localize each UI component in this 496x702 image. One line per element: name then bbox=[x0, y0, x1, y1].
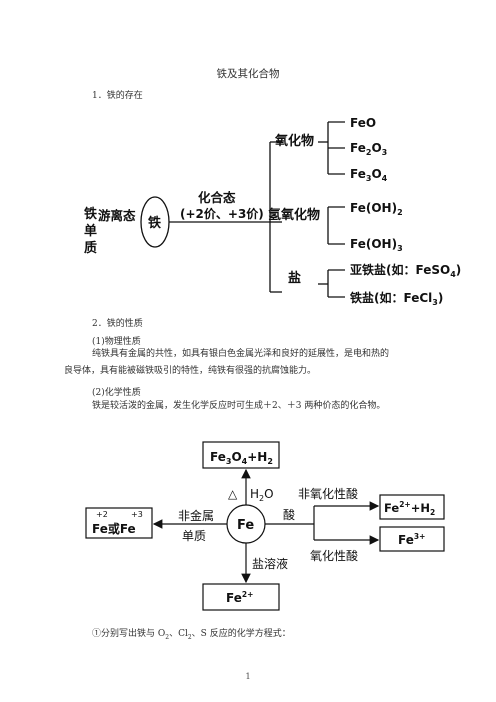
label-fe-or-fe: Fe或Fe bbox=[92, 521, 136, 536]
oxide-fe3o4: Fe3O4 bbox=[350, 167, 388, 183]
label-salt: 盐 bbox=[288, 270, 301, 286]
label-salt-solution: 盐溶液 bbox=[252, 556, 288, 571]
salt-ferric: 铁盐(如：FeCl3) bbox=[350, 290, 443, 307]
label-oxidizing-acid: 氧化性酸 bbox=[310, 548, 358, 563]
paragraph-physical-line1: 纯铁具有金属的共性，如具有银白色金属光泽和良好的延展性，是电和热的 bbox=[92, 349, 390, 359]
label-iron-center: 铁 bbox=[147, 215, 161, 231]
label-tie: 铁 bbox=[83, 206, 97, 222]
sub-heading-chemical: (2)化学性质 bbox=[92, 388, 141, 398]
label-h2o: H2O bbox=[250, 487, 274, 503]
box-fe-or-fe bbox=[85, 507, 153, 539]
paragraph-chemical: 铁是较活泼的金属，发生化学反应时可生成＋2、＋3 两种价态的化合物。 bbox=[92, 401, 386, 411]
box-fe2 bbox=[202, 583, 280, 611]
label-free-state: 游离态 bbox=[98, 208, 136, 223]
iron-existence-diagram: 铁 单 质 游离态 铁 化合态 (+2价、+3价) 氧化物 氢氧化物 盐 FeO… bbox=[83, 116, 461, 307]
oxide-feo: FeO bbox=[350, 116, 376, 130]
fe-center: Fe bbox=[237, 518, 254, 533]
label-hydroxide: 氢氧化物 bbox=[268, 207, 320, 223]
label-delta: △ bbox=[228, 487, 238, 501]
iron-reaction-diagram: Fe3O4+H2 Fe △ H2O +2 +3 Fe或Fe 非金属 单质 酸 非… bbox=[85, 441, 445, 611]
label-element: 单质 bbox=[182, 529, 206, 543]
label-compound-state: 化合态 bbox=[198, 190, 236, 205]
box-fe3o4-h2 bbox=[202, 441, 280, 469]
question-1: ①分别写出铁与 O2、Cl2、S 反应的化学方程式： bbox=[92, 629, 291, 641]
oxide-fe2o3: Fe2O3 bbox=[350, 141, 387, 157]
page-title: 铁及其化合物 bbox=[216, 68, 280, 80]
section-heading-existence: 1．铁的存在 bbox=[92, 91, 143, 101]
box-fe3 bbox=[379, 526, 445, 552]
svg-text:Fe3+: Fe3+ bbox=[398, 532, 425, 547]
section-heading-properties: 2．铁的性质 bbox=[92, 319, 143, 329]
svg-text:Fe2+: Fe2+ bbox=[226, 590, 253, 605]
label-nonoxidizing-acid: 非氧化性酸 bbox=[298, 486, 358, 501]
svg-text:Fe3O4+H2: Fe3O4+H2 bbox=[210, 450, 273, 466]
label-valence: (+2价、+3价) bbox=[180, 207, 264, 221]
label-zhi: 质 bbox=[84, 240, 97, 256]
hydroxide-fe-oh-3: Fe(OH)3 bbox=[350, 237, 403, 253]
sub-heading-physical: (1)物理性质 bbox=[92, 337, 141, 347]
label-acid: 酸 bbox=[283, 507, 295, 522]
salt-ferrous: 亚铁盐(如：FeSO4) bbox=[350, 262, 461, 279]
charge-plus3: +3 bbox=[131, 510, 143, 519]
hydroxide-fe-oh-2: Fe(OH)2 bbox=[350, 201, 403, 217]
label-oxide: 氧化物 bbox=[274, 133, 314, 149]
label-nonmetal: 非金属 bbox=[178, 508, 214, 523]
svg-text:Fe2++H2: Fe2++H2 bbox=[384, 500, 435, 517]
page-number: 1 bbox=[245, 672, 251, 681]
charge-plus2: +2 bbox=[96, 510, 108, 519]
paragraph-physical-line2: 良导体，具有能被磁铁吸引的特性，纯铁有很强的抗腐蚀能力。 bbox=[64, 366, 317, 376]
label-dan: 单 bbox=[84, 223, 97, 239]
box-fe2-h2 bbox=[379, 494, 445, 520]
